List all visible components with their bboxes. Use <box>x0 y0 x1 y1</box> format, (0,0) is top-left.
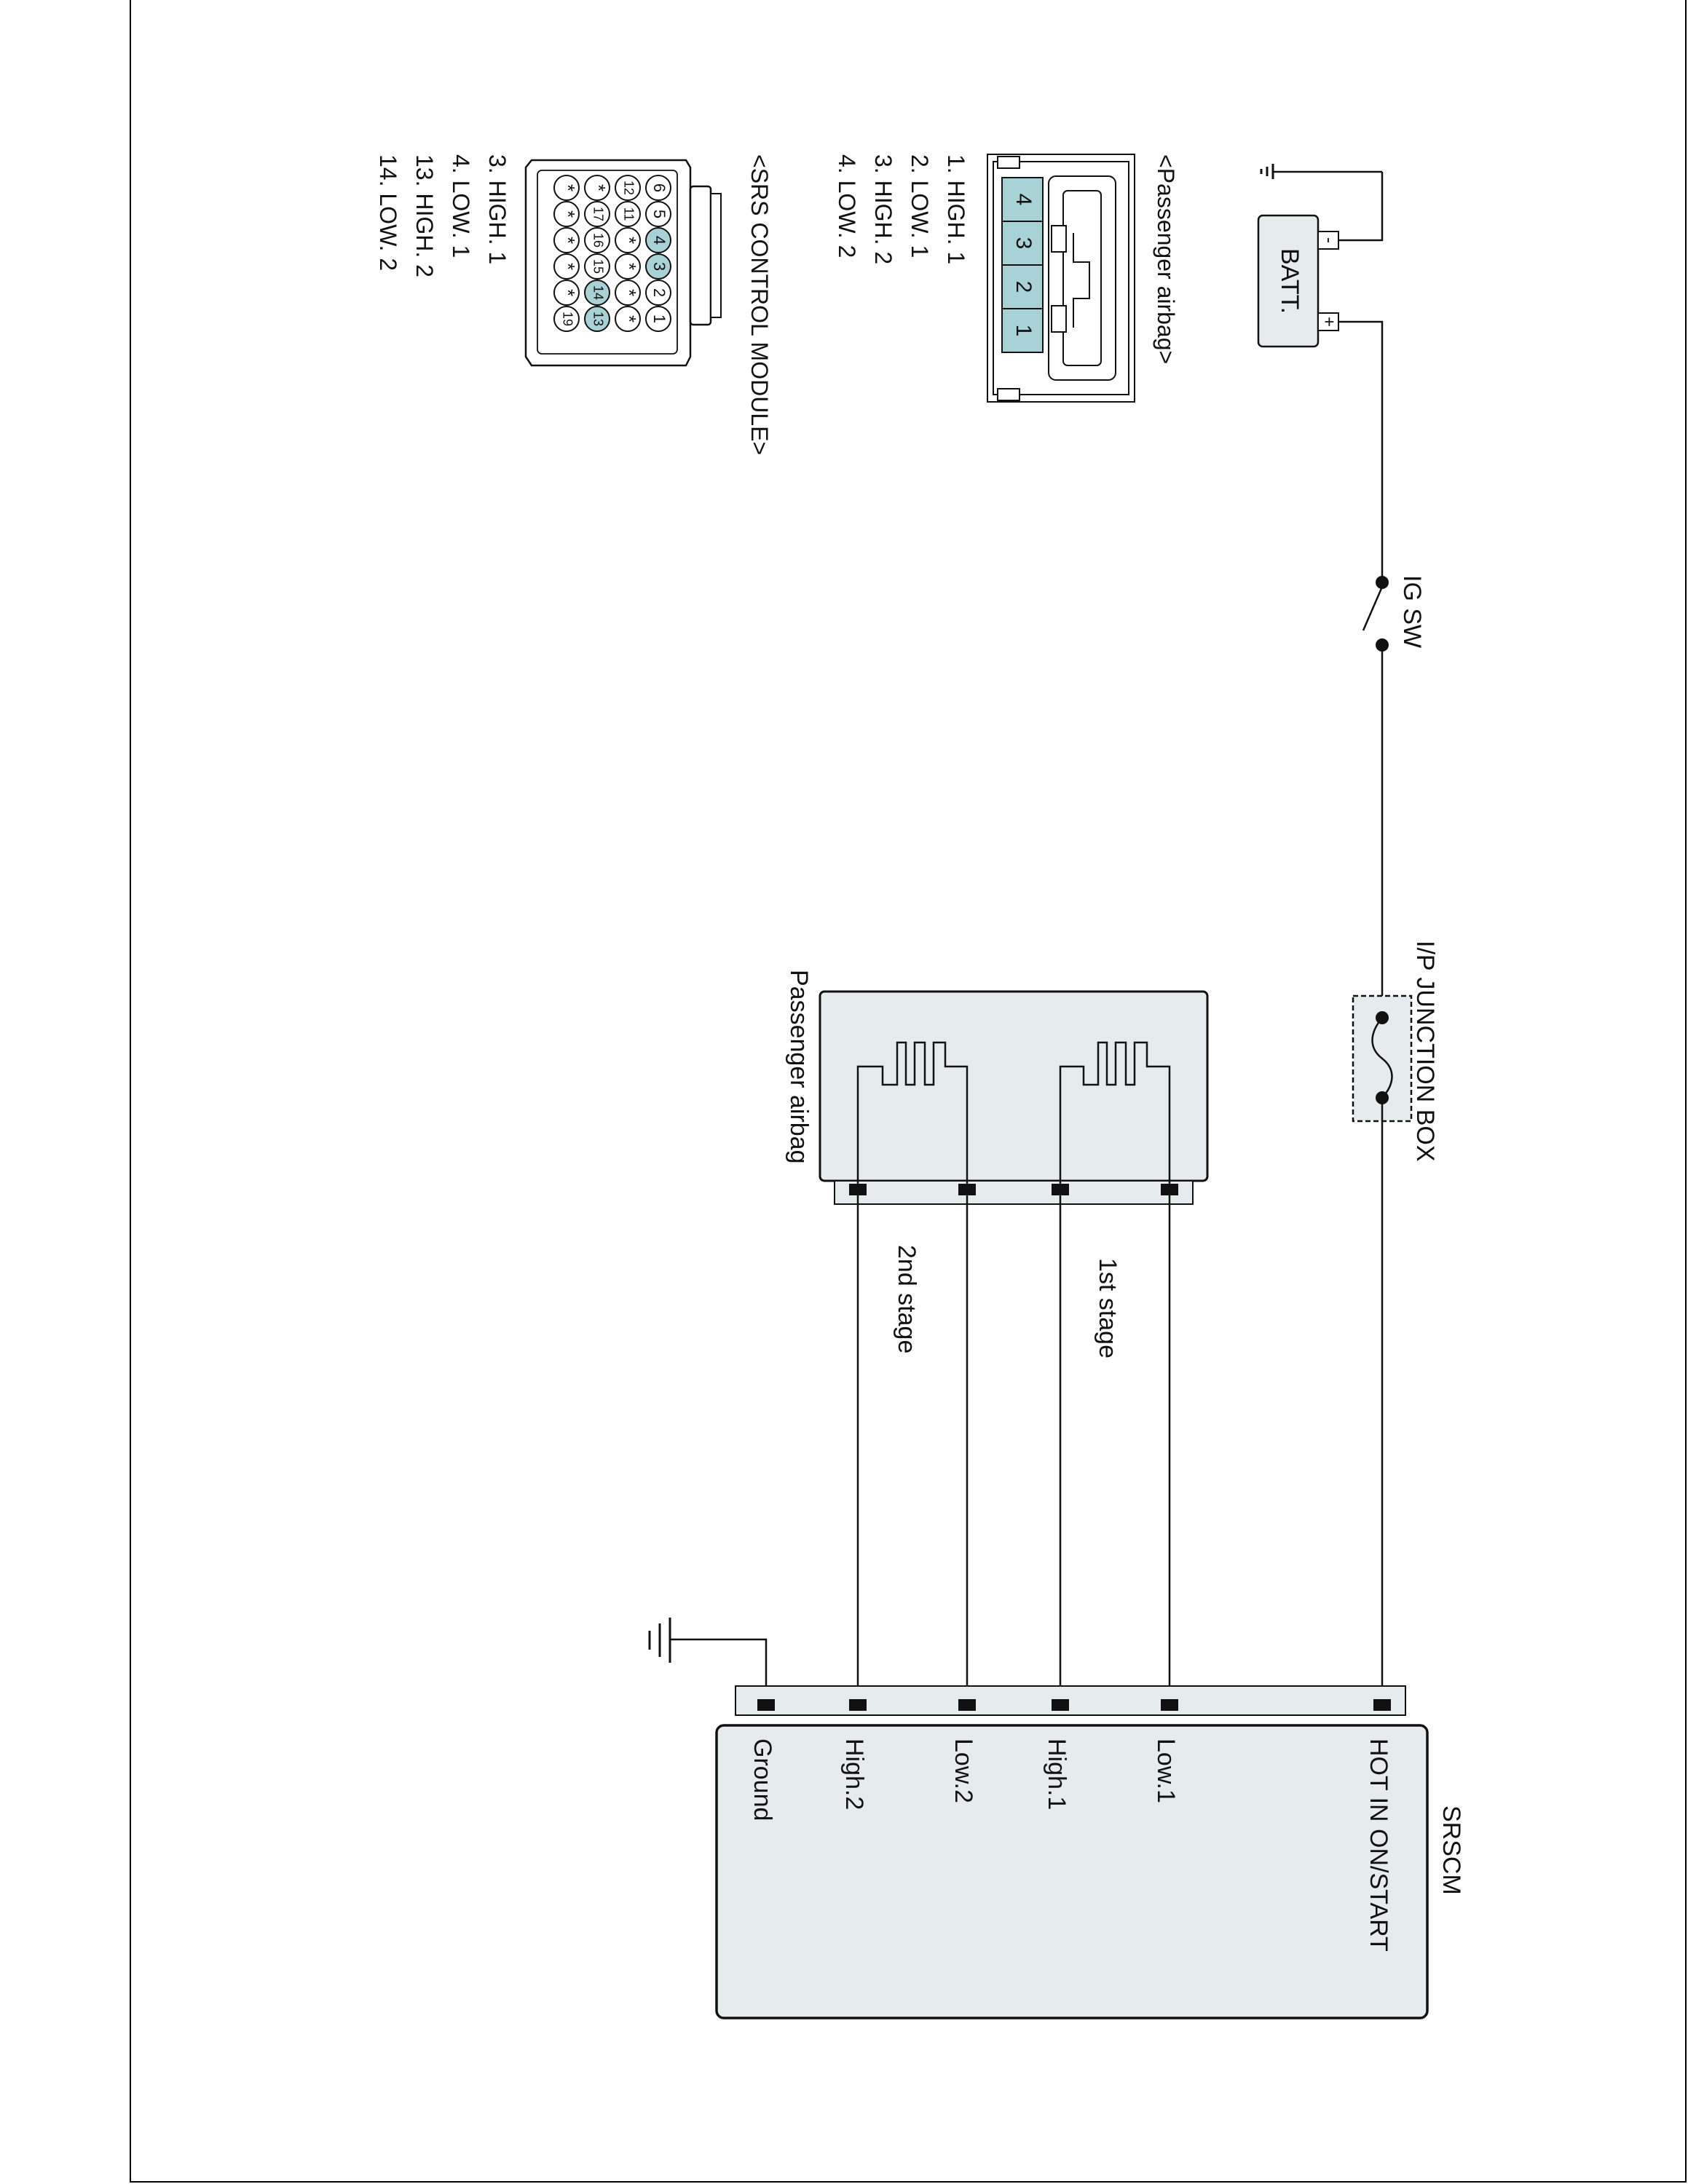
battery-ground-symbol <box>1260 164 1382 179</box>
ig-sw-label: IG SW <box>1398 575 1426 648</box>
battery-label: BATT. <box>1276 248 1304 314</box>
ignition-switch: IG SW <box>1362 575 1426 652</box>
srs-cavity-unused <box>584 175 610 201</box>
srs-cavity-unused <box>553 280 580 306</box>
srs-cavity-unused <box>615 306 641 332</box>
srs-cavity-unused <box>553 253 580 280</box>
srscm-module: SRSCM HOT IN ON/START Low.1 High.1 Low.2… <box>715 1685 1465 2019</box>
srs-cavity-label: 3 <box>650 262 669 271</box>
battery: BATT. - + <box>1257 214 1339 348</box>
srs-cavity-13 <box>584 306 610 332</box>
srs-cavity-11 <box>615 201 641 227</box>
srscm-pin-low2: Low.2 <box>950 1738 977 1803</box>
stage1-label: 1st stage <box>1094 1258 1121 1358</box>
srs-cavity-label: * <box>557 289 579 296</box>
srs-connector-title: <SRS CONTROL MODULE> <box>746 154 773 455</box>
passenger-airbag-label: Passenger airbag <box>785 970 813 1164</box>
airbag-pin-list-3: 3. HIGH. 2 <box>870 154 896 264</box>
srs-cavity-label: * <box>588 184 610 191</box>
srs-connector-cavities: 6 5 4 3 2 1 12 11 * * * * * 17 16 15 14 13 * * * * * 19 <box>553 175 671 332</box>
srs-pin-list-2: 4. LOW. 1 <box>448 154 474 258</box>
srs-cavity-label: * <box>618 237 640 244</box>
airbag-connector-view: <Passenger airbag> 4 3 2 1 1 <box>834 154 1179 403</box>
airbag-pin-list-1: 1. HIGH. 1 <box>943 154 969 264</box>
srs-cavity-label: 6 <box>650 183 669 192</box>
srs-cavity-label: * <box>557 237 579 244</box>
srs-cavity-5 <box>645 201 671 227</box>
passenger-airbag-module: Passenger airbag <box>785 970 1209 1205</box>
srs-cavity-label: 5 <box>650 210 669 218</box>
battery-minus-sign: - <box>1320 237 1339 243</box>
srs-cavity-3 <box>645 253 671 280</box>
airbag-connector-pins: 4 3 2 1 <box>1001 177 1044 353</box>
page-frame <box>130 0 1687 2183</box>
srs-cavity-unused <box>553 175 580 201</box>
srscm-pin-high1: High.1 <box>1043 1738 1070 1810</box>
airbag-connector-title: <Passenger airbag> <box>1153 154 1179 364</box>
squib-2nd-stage <box>856 1041 969 1187</box>
battery-plus-sign: + <box>1320 317 1339 327</box>
srs-cavity-label: 1 <box>650 314 669 323</box>
srs-cavity-unused <box>615 253 641 280</box>
srscm-pin-ground: Ground <box>749 1738 776 1821</box>
srs-cavity-label: 11 <box>621 207 636 221</box>
srs-cavity-label: 13 <box>591 312 605 326</box>
srs-cavity-17 <box>584 201 610 227</box>
srs-cavity-6 <box>645 175 671 201</box>
srscm-pin-high2: High.2 <box>840 1738 868 1810</box>
srs-cavity-label: 19 <box>560 312 575 326</box>
squib-1st-stage <box>1059 1041 1171 1187</box>
srs-module-connector-view: <SRS CONTROL MODULE> 6 5 4 3 2 1 12 11 * * * * * 17 16… <box>375 154 773 455</box>
srs-cavity-label: * <box>618 289 640 296</box>
srs-cavity-1 <box>645 306 671 332</box>
airbag-wires <box>856 1195 1171 1705</box>
airbag-pin-3: 3 <box>1011 237 1036 250</box>
srscm-ground-symbol <box>648 1618 768 1705</box>
srs-cavity-label: * <box>618 315 640 323</box>
srs-pin-list-1: 3. HIGH. 1 <box>484 154 510 264</box>
srs-cavity-14 <box>584 280 610 306</box>
srs-cavity-label: * <box>618 263 640 270</box>
srs-cavity-2 <box>645 280 671 306</box>
srs-cavity-label: * <box>557 210 579 218</box>
srscm-pin-low1: Low.1 <box>1152 1738 1180 1803</box>
srs-cavity-16 <box>584 227 610 253</box>
srscm-title: SRSCM <box>1437 1805 1465 1895</box>
srs-cavity-unused <box>553 201 580 227</box>
srs-cavity-label: 17 <box>591 207 605 221</box>
junction-box-label: I/P JUNCTION BOX <box>1411 941 1439 1162</box>
srs-cavity-15 <box>584 253 610 280</box>
srs-cavity-label: 16 <box>591 233 605 248</box>
airbag-pin-2: 2 <box>1011 281 1036 293</box>
srs-cavity-unused <box>615 227 641 253</box>
srs-cavity-label: 14 <box>591 285 605 300</box>
srs-cavity-label: * <box>557 263 579 270</box>
airbag-pin-4: 4 <box>1011 194 1036 206</box>
srscm-pin-hot-in: HOT IN ON/START <box>1365 1738 1392 1952</box>
power-circuit: BATT. - + IG SW I/P JUNCTION BOX <box>1257 164 1439 1705</box>
srs-cavity-label: 12 <box>621 181 636 195</box>
airbag-pin-list-2: 2. LOW. 1 <box>907 154 933 258</box>
srs-pin-list-4: 14. LOW. 2 <box>375 154 401 271</box>
ip-junction-box-fuse: I/P JUNCTION BOX <box>1352 941 1439 1162</box>
stage2-label: 2nd stage <box>893 1245 920 1353</box>
airbag-pin-list-4: 4. LOW. 2 <box>834 154 860 258</box>
airbag-pin-1: 1 <box>1011 325 1036 337</box>
srs-cavity-label: 2 <box>650 288 669 297</box>
srs-cavity-unused <box>553 227 580 253</box>
srs-cavity-label: * <box>557 184 579 191</box>
srs-cavity-19 <box>553 306 580 332</box>
srs-cavity-label: 15 <box>591 259 605 274</box>
srs-cavity-4 <box>645 227 671 253</box>
srs-cavity-unused <box>615 280 641 306</box>
srs-pin-list-3: 13. HIGH. 2 <box>411 154 438 277</box>
srs-cavity-12 <box>615 175 641 201</box>
srs-cavity-label: 4 <box>650 236 669 245</box>
